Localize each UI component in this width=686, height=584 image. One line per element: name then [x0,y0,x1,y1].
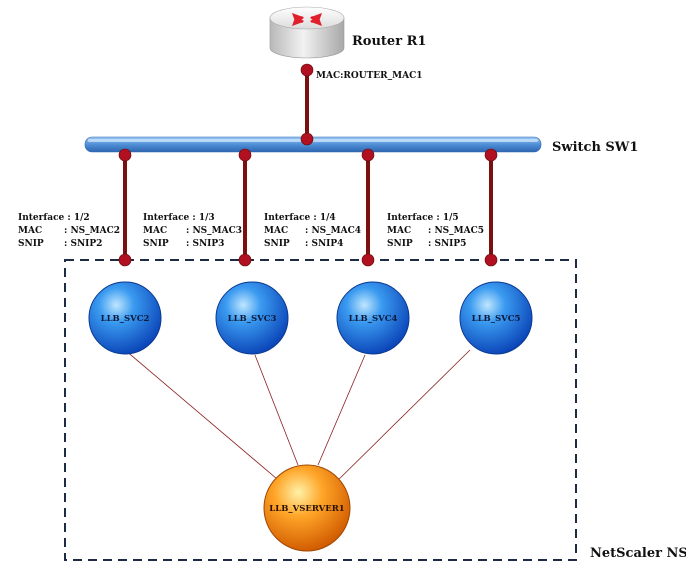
mac-key: MAC [143,226,167,236]
drop-links [123,153,493,260]
service-name: LLB_SVC5 [472,314,521,324]
mac-key: MAC [264,226,288,236]
drop-link-svc2 [123,153,127,260]
interface-label: Interface : 1/2 [18,213,90,223]
mac-value: : NS_MAC5 [428,226,484,236]
service-node-svc3[interactable]: LLB_SVC3 [215,281,289,355]
interface-info-svc4: Interface : 1/4 MAC : NS_MAC4 SNIP : SNI… [264,213,361,249]
snip-key: SNIP [143,239,169,249]
drop-link-svc5 [489,153,493,260]
service-name: LLB_SVC2 [101,314,150,324]
ports [118,63,498,267]
interface-label: Interface : 1/5 [387,213,459,223]
service-name: LLB_SVC3 [228,314,277,324]
port-router [300,63,314,77]
snip-key: SNIP [18,239,44,249]
router-label: Router R1 [352,34,426,49]
mac-value: : NS_MAC4 [305,226,361,236]
snip-value: : SNIP2 [64,239,102,249]
service-node-svc5[interactable]: LLB_SVC5 [459,281,533,355]
vserver-name: LLB_VSERVER1 [269,504,344,514]
snip-key: SNIP [387,239,413,249]
interface-info-svc2: Interface : 1/2 MAC : NS_MAC2 SNIP : SNI… [18,213,120,249]
link-svc5-vserver [327,349,471,491]
link-svc2-vserver [124,349,291,491]
interface-label: Interface : 1/3 [143,213,215,223]
interface-info-svc3: Interface : 1/3 MAC : NS_MAC3 SNIP : SNI… [143,213,242,249]
service-node-svc2[interactable]: LLB_SVC2 [88,281,162,355]
mac-key: MAC [387,226,411,236]
service-node-svc4[interactable]: LLB_SVC4 [336,281,410,355]
router-mac-label: MAC:ROUTER_MAC1 [316,71,423,81]
port-switch-uplink [300,132,314,146]
interface-info-svc5: Interface : 1/5 MAC : NS_MAC5 SNIP : SNI… [387,213,484,249]
link-svc3-vserver [254,354,299,466]
mac-key: MAC [18,226,42,236]
port-switch-svc5 [484,148,498,162]
snip-value: : SNIP3 [186,239,224,249]
router-icon [269,6,345,59]
mac-value: : NS_MAC3 [186,226,242,236]
port-ns-svc4 [361,253,375,267]
netscaler-label: NetScaler NS1 [590,546,686,561]
snip-value: : SNIP5 [428,239,466,249]
drop-link-svc4 [366,153,370,260]
service-name: LLB_SVC4 [349,314,398,324]
vserver-links [124,349,471,491]
port-switch-svc3 [238,148,252,162]
port-ns-svc3 [238,253,252,267]
router-uplink [305,70,309,140]
port-ns-svc5 [484,253,498,267]
netscaler-boundary [64,259,577,561]
port-ns-svc2 [118,253,132,267]
port-switch-svc4 [361,148,375,162]
link-svc4-vserver [317,354,366,466]
snip-key: SNIP [264,239,290,249]
port-switch-svc2 [118,148,132,162]
vserver-node[interactable]: LLB_VSERVER1 [263,464,351,552]
mac-value: : NS_MAC2 [64,226,120,236]
switch-label: Switch SW1 [552,140,638,155]
drop-link-svc3 [243,153,247,260]
interface-label: Interface : 1/4 [264,213,336,223]
snip-value: : SNIP4 [305,239,343,249]
